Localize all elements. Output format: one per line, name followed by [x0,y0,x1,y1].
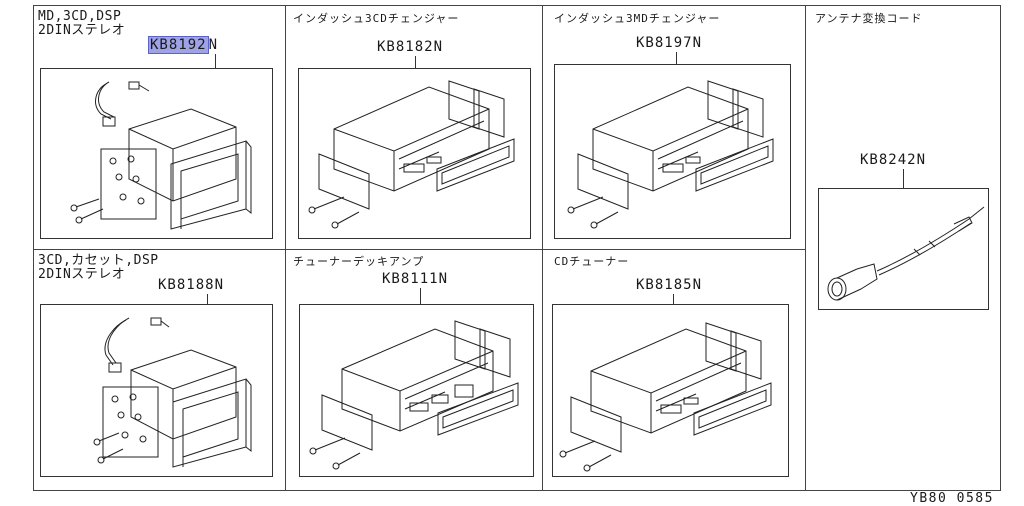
grid-divider [805,6,806,491]
part-number-link[interactable]: KB8197N [636,35,703,51]
stereo-2din-illustration [93,317,252,468]
part-illustration-box[interactable] [554,64,791,239]
cell-title: CDチューナー [554,255,630,268]
part-illustration-box[interactable] [818,188,989,310]
part-illustration-box[interactable] [40,68,273,239]
diagram-frame [33,5,1001,491]
part-illustration-box[interactable] [299,304,534,477]
cell-title: 2DINステレオ [38,267,126,282]
part-illustration-box[interactable] [298,68,531,239]
grid-divider [542,6,543,491]
leader-line [215,54,216,68]
grid-divider [285,6,286,491]
leader-line [415,56,416,68]
leader-line [676,52,677,64]
cell-title: MD,3CD,DSP [38,9,122,24]
cd-tuner-illustration [559,322,772,472]
stereo-2din-illustration [70,81,252,230]
leader-line [207,294,208,304]
part-number-link[interactable]: KB8111N [382,271,449,287]
cell-title: 2DINステレオ [38,23,126,38]
leader-line [903,169,904,188]
cell-title: アンテナ変換コード [815,12,923,25]
part-illustration-box[interactable] [40,304,273,477]
leader-line [673,294,674,304]
cd-changer-illustration [308,80,515,229]
antenna-cord-illustration [827,206,985,301]
grid-divider [34,249,805,250]
part-number-highlight: KB8192 [148,36,209,54]
part-number-link[interactable]: KB8185N [636,277,703,293]
tuner-deck-amp-illustration [309,320,519,470]
part-illustration-box[interactable] [552,304,789,477]
part-number-link[interactable]: KB8188N [158,277,225,293]
diagram-code: YB80 0585 [910,491,994,506]
cell-title: 3CD,カセット,DSP [38,253,159,268]
part-number-suffix: N [208,37,219,53]
cell-title: インダッシュ3MDチェンジャー [554,12,721,25]
part-number-link[interactable]: KB8182N [377,39,444,55]
cell-title: チューナーデッキアンプ [293,255,425,268]
leader-line [420,288,421,304]
cell-title: インダッシュ3CDチェンジャー [293,12,460,25]
md-changer-illustration [567,80,774,229]
part-number-link[interactable]: KB8242N [860,152,927,168]
